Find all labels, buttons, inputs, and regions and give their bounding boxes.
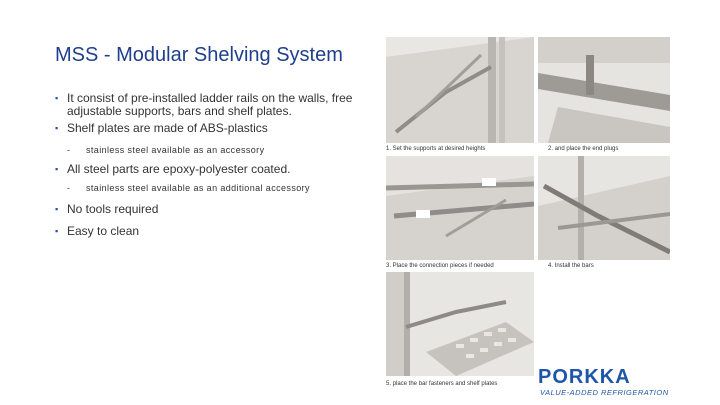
assembly-photo-shelf-plates xyxy=(386,272,534,376)
bullet-icon: ▪ xyxy=(55,93,59,103)
assembly-photo-supports xyxy=(386,37,534,143)
sub-bullet-text: stainless steel available as an accessor… xyxy=(86,145,265,155)
caption-step-1: 1. Set the supports at desired heights xyxy=(386,146,486,152)
bullet-icon: ▪ xyxy=(55,123,59,133)
caption-step-3: 3. Place the connection pieces if needed xyxy=(386,263,494,269)
assembly-photo-bars xyxy=(538,156,670,260)
dash-icon: - xyxy=(67,145,71,155)
assembly-photo-end-plugs xyxy=(538,37,670,143)
bullet-text: It consist of pre-installed ladder rails… xyxy=(67,91,353,118)
bullet-text: Shelf plates are made of ABS-plastics xyxy=(67,121,268,135)
bullet-text: Easy to clean xyxy=(67,224,140,238)
bullet-text: All steel parts are epoxy-polyester coat… xyxy=(67,162,291,176)
slide-title: MSS - Modular Shelving System xyxy=(55,44,343,66)
caption-step-4: 4. Install the bars xyxy=(548,263,594,269)
assembly-photo-connection xyxy=(386,156,534,260)
sub-bullet-text: stainless steel available as an addition… xyxy=(86,183,310,193)
caption-step-2: 2. and place the end plugs xyxy=(548,146,619,152)
bullet-icon: ▪ xyxy=(55,226,59,236)
bullet-icon: ▪ xyxy=(55,164,59,174)
porkka-logo: PORKKA VALUE-ADDED REFRIGERATION xyxy=(538,366,678,398)
logo-tagline: VALUE-ADDED REFRIGERATION xyxy=(540,388,669,397)
bullet-icon: ▪ xyxy=(55,204,59,214)
dash-icon: - xyxy=(67,183,71,193)
logo-wordmark: PORKKA xyxy=(538,366,631,388)
caption-step-5: 5. place the bar fasteners and shelf pla… xyxy=(386,381,498,387)
bullet-text: No tools required xyxy=(67,202,159,216)
